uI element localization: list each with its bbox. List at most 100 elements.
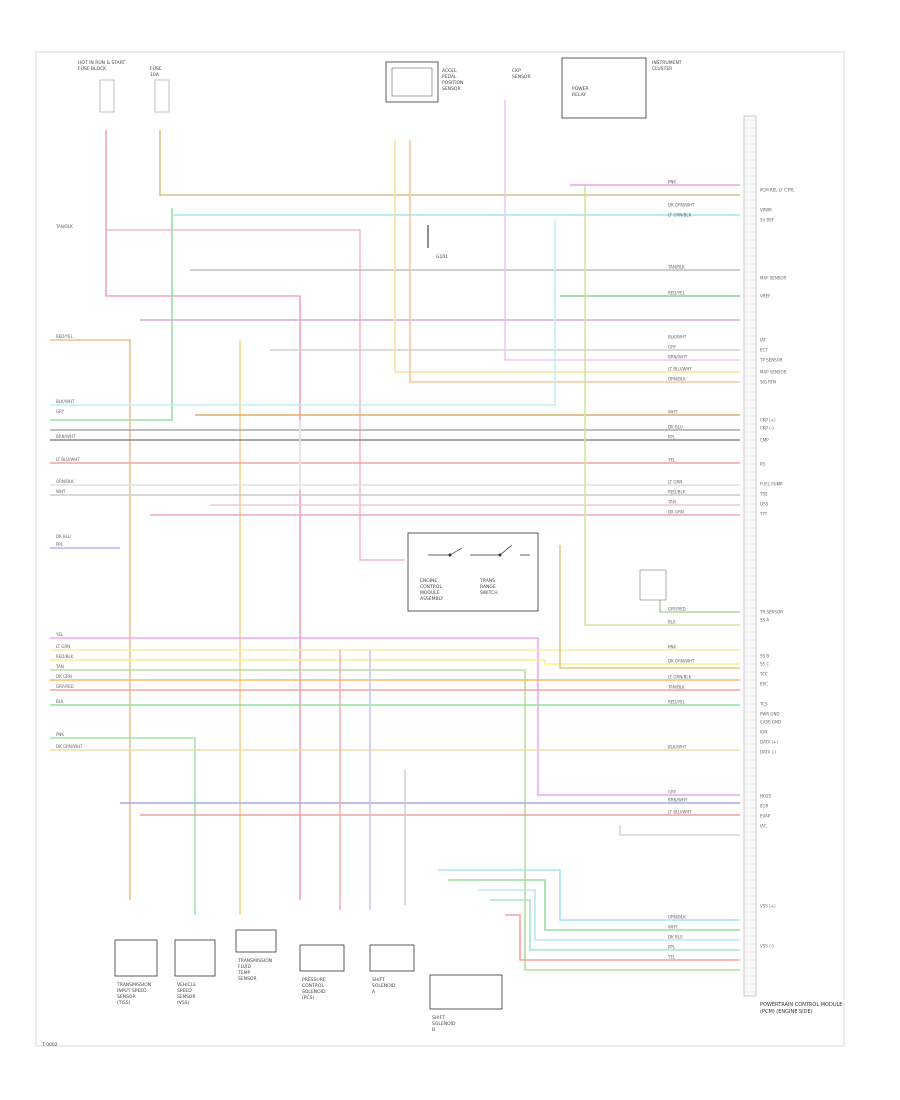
diagram-border (35, 51, 845, 1047)
pcm-label: TR SENSOR (759, 610, 783, 615)
bottom-component-label: FLUID (238, 964, 251, 970)
wire (505, 914, 740, 961)
pcm-label: MAP SENSOR (760, 370, 787, 375)
pcm-label: IAT (760, 338, 767, 343)
module-label-4: ASSEMBLY (420, 596, 444, 602)
pcm-label: MAF SENSOR (760, 276, 787, 281)
pcm-label: TCC (759, 672, 768, 677)
pcm-label: TCS (759, 702, 768, 707)
bottom-component-box (174, 939, 216, 977)
wire-label: YEL (667, 458, 676, 463)
wire-label: TAN/BLK (667, 265, 685, 270)
wire (105, 130, 301, 900)
wire (438, 869, 740, 921)
bottom-component-label: SENSOR (238, 976, 257, 982)
hot-relay-label-3: FUSE (150, 66, 162, 72)
wire-label: WHT (668, 925, 678, 930)
pcm-label: SIG RTN (760, 380, 776, 385)
power-relay-label-2: RELAY (572, 92, 586, 98)
wire-label: LT BLU/WHT (668, 367, 692, 372)
wire-label: BLK/WHT (668, 745, 687, 750)
wire (619, 825, 740, 836)
wire-label: TAN (55, 664, 64, 669)
wire (584, 185, 740, 626)
wire (50, 208, 173, 421)
pcm-label: ECT (760, 348, 768, 353)
ckp-sensor-component: CKP SENSOR (512, 68, 531, 80)
wire (50, 220, 556, 406)
wire-label: RED/YEL (56, 334, 74, 339)
pcm-label: DATA (+) (760, 740, 778, 745)
accel-pedal-component: ACCEL PEDAL POSITION SENSOR (385, 61, 463, 103)
pcm-label: SS A (760, 618, 769, 623)
bottom-component-box (114, 939, 158, 977)
pcm-label: CASE GND (760, 720, 781, 725)
power-relay-component: POWER RELAY INSTRUMENT CLUSTER (561, 57, 682, 119)
pcm-label: PWR GND (760, 712, 780, 717)
module-label-1: ENGINE (420, 578, 437, 584)
wire-label: RED/YEL (668, 291, 686, 296)
bottom-component-label: SENSOR (117, 994, 136, 1000)
wire (50, 339, 131, 900)
pcm-label: IGN (760, 730, 767, 735)
pcm-label: HO2S (760, 794, 772, 799)
wire-label: PPL (56, 542, 64, 547)
wire (504, 100, 740, 361)
bottom-component-label: (VSS) (177, 1000, 190, 1006)
module-label-3: MODULE (420, 590, 440, 596)
wire-label: BRN/WHT (56, 434, 76, 439)
bottom-component-label: SPEED (177, 988, 192, 994)
wire-label: LT BLU/WHT (668, 810, 692, 815)
cluster-label-2: CLUSTER (652, 66, 672, 72)
accel-label-3: POSITION (442, 80, 463, 86)
pcm-label: EPC (760, 682, 768, 687)
engine-control-module: ENGINE CONTROL MODULE ASSEMBLY TRANS RAN… (407, 532, 539, 612)
wire-label: BLK (668, 620, 676, 625)
wire-label: ORN/BLK (56, 479, 74, 484)
wire-label: DK GRN (668, 510, 684, 515)
trs-label-1: TRANS (479, 578, 495, 584)
pcm-label: SS C (760, 662, 769, 667)
trs-label-3: SWITCH (480, 590, 498, 596)
bottom-component-label: SHIFT (432, 1015, 445, 1021)
bottom-component-label: INPUT SPEED (117, 988, 147, 994)
wire (50, 637, 740, 796)
pcm-title-1: POWERTRAIN CONTROL MODULE (760, 1002, 842, 1008)
wire-label: DK GRN/WHT (668, 203, 695, 208)
cluster-label-1: INSTRUMENT (652, 60, 682, 66)
ground-g101: G101 (427, 225, 448, 260)
bottom-component-label: SOLENOID (302, 989, 326, 995)
pcm-label: FUEL PUMP (760, 482, 783, 487)
ckp-label-1: CKP (512, 68, 521, 74)
ground-label: G101 (436, 254, 448, 260)
pcm-label: VSS (+) (760, 904, 776, 909)
bottom-component-box (369, 944, 415, 972)
wire-label: GRY (668, 790, 677, 795)
hot-relay-label-4: 10A (150, 72, 160, 78)
footer-code: T 0002 (41, 1042, 58, 1048)
wire-label: LT BLU/WHT (56, 457, 80, 462)
wire-label: PPL (668, 435, 676, 440)
bottom-component-label: PRESSURE (302, 977, 326, 983)
bottom-component-box (299, 944, 345, 972)
wire (50, 659, 740, 665)
hot-relay-component: HOT IN RUN & START FUSE BLOCK FUSE 10A (78, 60, 170, 113)
wire (50, 737, 196, 915)
accel-label-2: PEDAL (442, 74, 457, 80)
pcm-label: TSS (759, 492, 768, 497)
bottom-component-label: (TISS) (117, 1000, 131, 1006)
wire-label: YEL (667, 955, 676, 960)
hot-relay-label-1: HOT IN RUN & START (78, 60, 126, 66)
bottom-component-label: SENSOR (177, 994, 196, 1000)
wire (559, 545, 740, 669)
power-relay-label-1: POWER (572, 86, 589, 92)
pcm-label: OSS (760, 502, 769, 507)
bottom-component-label: VEHICLE (177, 982, 196, 988)
wire-label: TAN/BLK (55, 224, 73, 229)
wire-label: LT GRN/BLK (668, 213, 692, 218)
wire-label: DK BLU (668, 425, 683, 430)
wire-label: GRY (56, 409, 65, 414)
